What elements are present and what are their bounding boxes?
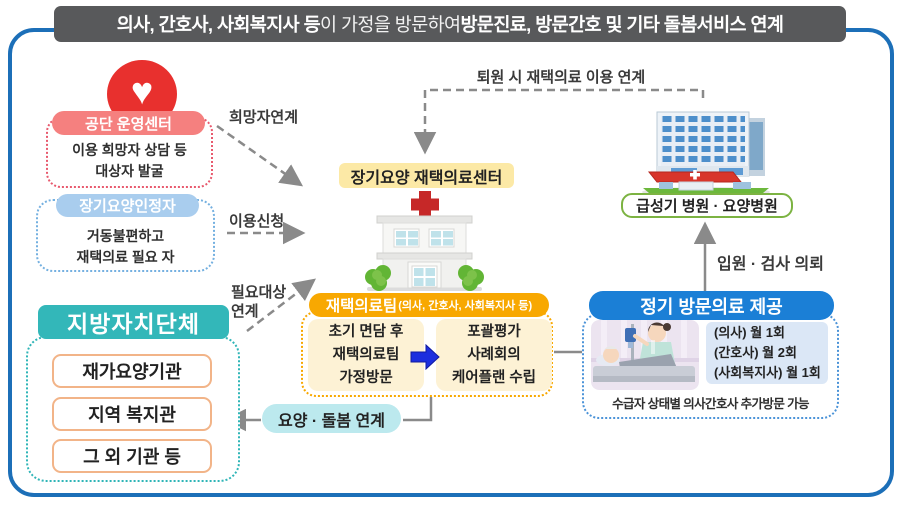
recipient-desc-line1: 거동불편하고 [86, 228, 165, 244]
process-arrow-icon [410, 344, 440, 370]
schedule-doctor: (의사) 월 1회 [714, 325, 785, 340]
care-link-pill: 요양 · 돌봄 연계 [262, 404, 401, 433]
team-subtitle: (의사, 간호사, 사회복지사 등) [398, 300, 533, 312]
need-link-label-line2: 연계 [231, 303, 259, 320]
step2-line3: 케어플랜 수립 [451, 369, 537, 386]
heart-icon: ♥ [130, 71, 154, 113]
recipient-desc: 거동불편하고 재택의료 필요 자 [36, 226, 215, 268]
acute-hospital-label: 급성기 병원 · 요양병원 [621, 193, 793, 218]
apply-link-label: 이용신청 [229, 213, 285, 230]
home-medical-team-header: 재택의료팀(의사, 간호사, 사회복지사 등) [309, 293, 549, 317]
nhis-desc-line2: 대상자 발굴 [95, 163, 164, 179]
banner-text-bold1: 의사, 간호사, 사회복지사 등 [116, 14, 321, 35]
step1-line2: 재택의료팀 [332, 346, 400, 363]
schedule-social-worker: (사회복지사) 월 1회 [714, 365, 821, 380]
schedule-nurse: (간호사) 월 2회 [714, 345, 797, 360]
recipient-pill: 장기요양인정자 [56, 194, 199, 217]
hope-link-label: 희망자연계 [229, 109, 299, 126]
step1-line1: 초기 면담 후 [328, 323, 404, 340]
recipient-desc-line2: 재택의료 필요 자 [76, 249, 175, 265]
step2-line1: 포괄평가 [467, 323, 521, 340]
banner-text-bold2: 방문진료, 방문간호 및 기타 돌봄서비스 연계 [460, 14, 784, 35]
team-step1-box: 초기 면담 후 재택의료팀 가정방문 [308, 319, 424, 391]
visit-service-header: 정기 방문의료 제공 [589, 291, 834, 320]
org-item-home-care: 재가요양기관 [52, 354, 212, 388]
nhis-center-desc: 이용 희망자 상담 등 대상자 발굴 [46, 140, 213, 182]
nhis-desc-line1: 이용 희망자 상담 등 [72, 142, 187, 158]
nhis-center-pill: 공단 운영센터 [52, 111, 205, 135]
team-title: 재택의료팀 [325, 298, 398, 315]
discharge-link-label: 퇴원 시 재택의료 이용 연계 [476, 69, 646, 86]
org-item-other: 그 외 기관 등 [52, 439, 212, 473]
visit-schedule-box: (의사) 월 1회 (간호사) 월 2회 (사회복지사) 월 1회 [706, 322, 828, 384]
need-link-label-line1: 필요대상 [231, 284, 287, 301]
patient-care-illustration [591, 320, 699, 390]
org-item-welfare-center: 지역 복지관 [52, 397, 212, 431]
admission-label: 입원 · 검사 의뢰 [717, 256, 824, 273]
local-gov-header: 지방자치단체 [38, 305, 229, 339]
home-medical-center-label: 장기요양 재택의료센터 [339, 163, 514, 188]
clinic-building-icon [365, 191, 484, 291]
banner-text-normal: 이 가정을 방문하여 [320, 14, 461, 35]
visit-note: 수급자 상태별 의사간호사 추가방문 가능 [612, 397, 809, 411]
team-step2-box: 포괄평가 사례회의 케어플랜 수립 [436, 319, 552, 391]
step1-line3: 가정방문 [339, 369, 393, 386]
hospital-building-icon [642, 111, 770, 197]
step2-line2: 사례회의 [467, 346, 521, 363]
